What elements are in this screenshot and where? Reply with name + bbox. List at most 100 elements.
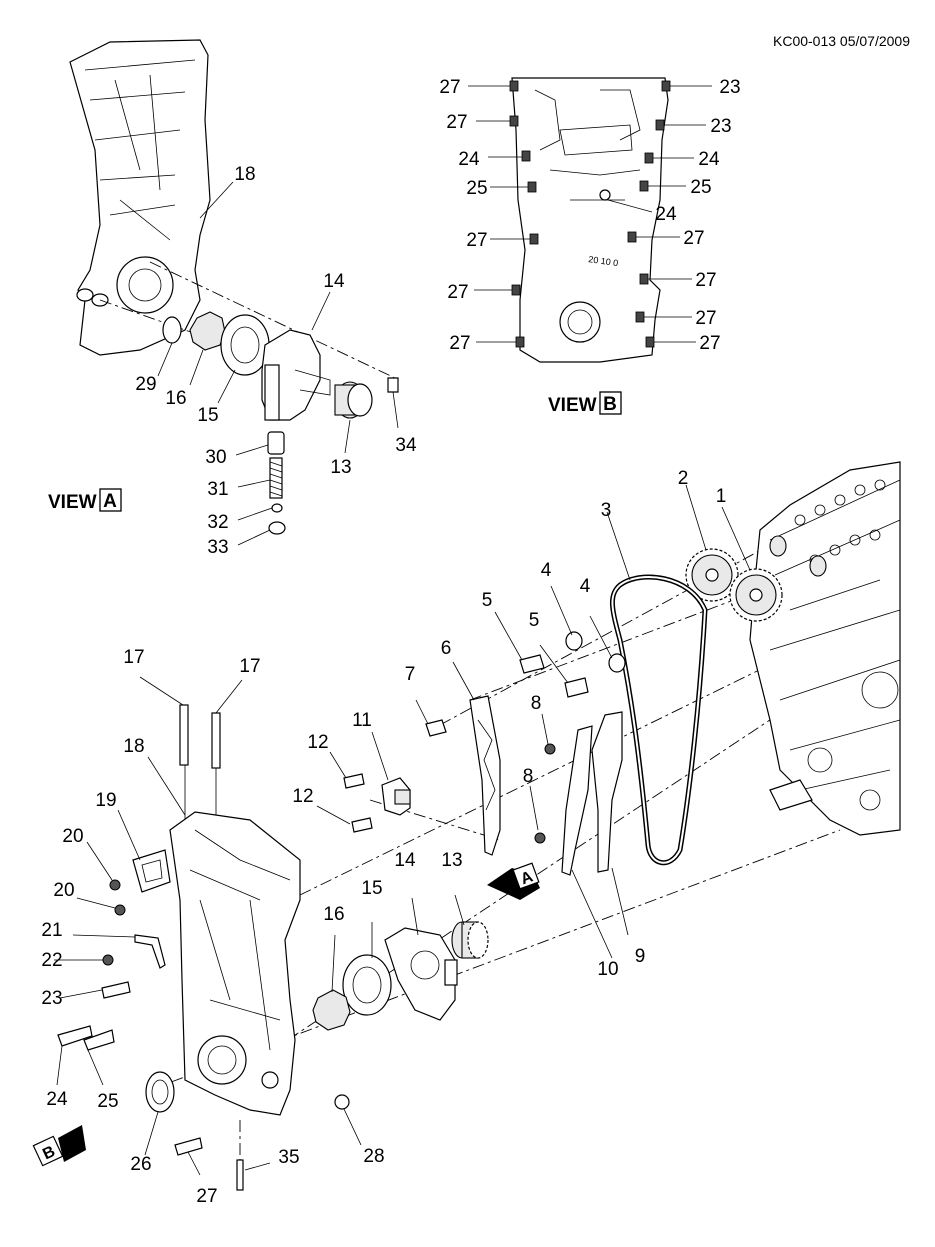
view-a-callout-30: 30: [205, 447, 226, 468]
callout-24: 24: [46, 1089, 68, 1110]
view-a-callout-33: 33: [207, 537, 228, 558]
callout-8-upper: 8: [531, 693, 542, 714]
view-a-outer-rotor-15: [220, 314, 270, 376]
callout-17-right: 17: [239, 656, 260, 677]
view-a-washer-32: [271, 503, 283, 513]
callout-5-lower: 5: [529, 610, 540, 631]
callout-12-lower: 12: [292, 786, 313, 807]
callout-25: 25: [97, 1091, 118, 1112]
view-b-callout-27-l5: 27: [449, 333, 470, 354]
bracket-19: [132, 849, 171, 893]
callout-22: 22: [41, 950, 62, 971]
bolt-25: [83, 1029, 115, 1051]
view-b-callout-27-l3: 27: [466, 230, 487, 251]
callout-28: 28: [363, 1146, 384, 1167]
callout-20-upper: 20: [62, 826, 83, 847]
bracket-21: [134, 934, 166, 969]
callout-21: 21: [41, 920, 62, 941]
view-a-callout-16: 16: [165, 388, 186, 409]
callout-16: 16: [323, 904, 344, 925]
callout-26: 26: [130, 1154, 151, 1175]
view-a-letter: A: [103, 491, 117, 512]
bolt-20-lower: [114, 904, 126, 916]
view-b-callout-27-l1: 27: [439, 77, 460, 98]
view-a-callout-14: 14: [323, 271, 345, 292]
bolt-22: [102, 954, 114, 966]
engine-front-cover-18: [169, 811, 301, 1116]
callout-12-upper: 12: [307, 732, 328, 753]
view-b-casting-text: 20 10 0: [588, 254, 619, 268]
callout-10: 10: [597, 959, 618, 980]
stud-17-left: [179, 704, 189, 766]
callout-11: 11: [352, 710, 372, 731]
drawing-reference: KC00-013 05/07/2009: [773, 33, 910, 49]
nut-28: [334, 1094, 350, 1110]
callout-1: 1: [716, 486, 727, 507]
view-b-callout-23-r1: 23: [719, 77, 740, 98]
stud-17-right: [211, 712, 221, 769]
callout-2: 2: [678, 468, 689, 489]
callout-15: 15: [361, 878, 382, 899]
callout-23: 23: [41, 988, 62, 1009]
callout-13: 13: [441, 850, 462, 871]
stud-35: [236, 1159, 244, 1191]
view-a-plug-33: [268, 521, 286, 535]
direction-arrow-b: B: [32, 1125, 86, 1167]
bolt-8-lower: [534, 832, 546, 844]
tensioner-arm-9: [591, 711, 623, 873]
view-a-timing-cover: [69, 39, 211, 356]
callout-3: 3: [601, 500, 612, 521]
fixed-guide-10: [561, 725, 593, 876]
bolt-5-lower: [564, 677, 589, 698]
view-a-title: VIEW: [48, 492, 97, 513]
view-b-title: VIEW: [548, 395, 597, 416]
callout-6: 6: [441, 638, 452, 659]
view-a-callout-13: 13: [330, 457, 351, 478]
callout-35: 35: [278, 1147, 299, 1168]
view-b-callout-27-r4: 27: [695, 270, 716, 291]
view-b-letter-box: [599, 391, 622, 415]
view-b-callout-24-l: 24: [458, 149, 480, 170]
chain-guide-6: [469, 695, 501, 856]
view-a-callout-34: 34: [395, 435, 417, 456]
direction-arrow-a: A: [487, 862, 540, 900]
view-b-callout-27-r3: 27: [683, 228, 704, 249]
view-b-callout-25-r: 25: [690, 177, 711, 198]
camshaft-sprocket-2: [685, 548, 739, 602]
view-b-group: 20 10 0 27 23 27 23 24 24 25 25 24 27 27…: [439, 77, 740, 416]
bolt-12-lower: [351, 817, 373, 833]
bolt-20-upper: [109, 879, 121, 891]
bolt-27: [174, 1137, 203, 1156]
view-a-callout-32: 32: [207, 512, 228, 533]
callout-18: 18: [123, 736, 144, 757]
callout-27: 27: [196, 1186, 217, 1207]
view-b-callout-25-l: 25: [466, 178, 487, 199]
callout-20-lower: 20: [53, 880, 74, 901]
bolt-24: [57, 1025, 93, 1047]
view-b-callout-24-r: 24: [698, 149, 720, 170]
view-a-callout-18: 18: [234, 164, 255, 185]
bolt-12-upper: [343, 773, 365, 789]
bolt-23: [101, 981, 131, 999]
view-a-callout-15: 15: [197, 405, 218, 426]
oil-pump-sprocket-13: [451, 921, 489, 959]
crank-seal-26: [145, 1071, 175, 1113]
callout-19: 19: [95, 790, 116, 811]
view-b-callout-27-r5: 27: [695, 308, 716, 329]
callout-7: 7: [405, 664, 416, 685]
view-a-group: 18 14 29 16 15 30 31 32 33 13 34 VIEW A: [48, 39, 417, 558]
callout-4-right: 4: [580, 576, 591, 597]
engine-block: [749, 461, 901, 836]
camshaft-sprocket-1: [729, 568, 783, 622]
callout-8-lower: 8: [523, 766, 534, 787]
main-exploded-view: A B 1 2 3 4 4 5 5 6 7 8 8 9 10 11 12 12 …: [32, 461, 901, 1207]
oil-pump-housing-14: [384, 927, 456, 1021]
view-b-letter: B: [603, 394, 617, 415]
inner-rotor-16: [312, 989, 351, 1031]
view-a-valve-30: [267, 431, 285, 455]
bolt-8-upper: [544, 743, 556, 755]
view-a-callout-29: 29: [135, 374, 156, 395]
washer-4-upper: [565, 631, 583, 651]
view-a-letter-box: [99, 488, 122, 512]
view-b-callout-27-l2: 27: [446, 112, 467, 133]
